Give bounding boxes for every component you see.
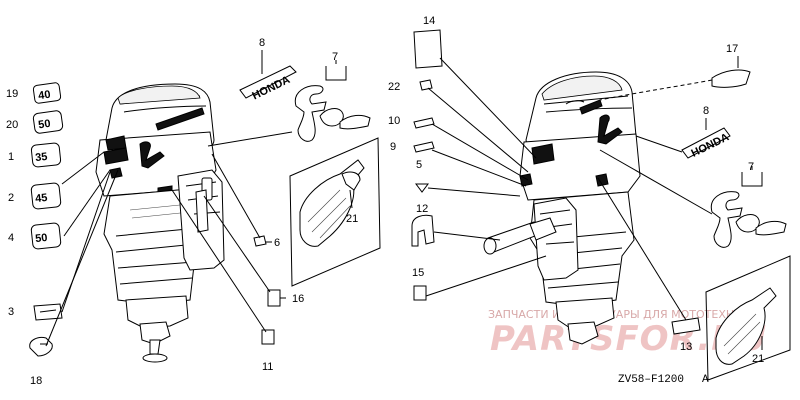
emblem-50-lower-text: 50 xyxy=(35,232,48,245)
part-8-honda-emblem-left: HONDA xyxy=(239,65,297,102)
callout-2: 2 xyxy=(8,192,14,204)
callout-21-left: 21 xyxy=(346,213,358,225)
watermark-caption: ЗАПЧАСТИ И АКСЕССУАРЫ ДЛЯ МОТОТЕХНИКИ xyxy=(488,308,758,321)
part-7-f-emblem-right xyxy=(710,191,787,248)
callout-12: 12 xyxy=(416,203,428,215)
callout-8-right: 8 xyxy=(703,105,709,117)
callout-22: 22 xyxy=(388,81,400,93)
callout-16: 16 xyxy=(292,293,304,305)
part-3-plate xyxy=(33,303,63,321)
part-15-sticker xyxy=(413,285,427,301)
diagram-code: ZV58–F1200 xyxy=(618,374,684,386)
part-21-panel-left xyxy=(289,137,381,287)
callout-5: 5 xyxy=(416,159,422,171)
callout-14: 14 xyxy=(423,15,435,27)
emblem-40-text: 40 xyxy=(38,89,52,103)
part-22-sticker xyxy=(419,79,433,91)
part-6-sticker xyxy=(253,235,267,247)
callout-11: 11 xyxy=(262,361,273,373)
emblem-45-text: 45 xyxy=(35,192,48,205)
callout-6: 6 xyxy=(274,237,280,249)
part-13-sticker xyxy=(671,317,701,335)
callout-21-right: 21 xyxy=(752,353,764,365)
part-16-sticker xyxy=(267,289,281,307)
left-outboard-motor xyxy=(95,83,225,363)
callout-7-left: 7 xyxy=(332,51,338,63)
callout-17: 17 xyxy=(726,43,738,55)
part-21-panel-right xyxy=(705,255,791,381)
emblem-40-badge: 40 xyxy=(32,82,62,104)
emblem-50-text: 50 xyxy=(38,118,52,132)
callout-8-left: 8 xyxy=(259,37,265,49)
part-5-triangle-sticker xyxy=(415,183,429,193)
callout-1: 1 xyxy=(8,151,14,163)
emblem-50-lower-badge: 50 xyxy=(30,222,62,250)
callout-20: 20 xyxy=(6,119,18,131)
callout-15: 15 xyxy=(412,267,424,279)
part-14-sticker xyxy=(413,29,443,69)
callout-13: 13 xyxy=(680,341,692,353)
emblem-50-badge: 50 xyxy=(32,110,64,134)
part-10-sticker xyxy=(413,117,435,129)
part-8-honda-emblem-right: HONDA xyxy=(681,127,731,160)
part-7-f-emblem-left xyxy=(294,85,371,142)
callout-10: 10 xyxy=(388,115,400,127)
emblem-35-badge: 35 xyxy=(30,142,62,168)
callout-7-right: 7 xyxy=(748,161,754,173)
right-outboard-motor xyxy=(483,71,641,345)
callout-3: 3 xyxy=(8,306,14,318)
part-9-sticker xyxy=(413,141,435,153)
part-11-sticker xyxy=(261,329,275,345)
callout-4: 4 xyxy=(8,232,14,244)
emblem-35-text: 35 xyxy=(35,151,48,164)
part-12-clip xyxy=(411,214,435,247)
part-18-clip xyxy=(29,337,53,357)
callout-19: 19 xyxy=(6,88,18,100)
part-17-cover xyxy=(711,69,751,88)
callout-18: 18 xyxy=(30,375,42,387)
emblem-45-badge: 45 xyxy=(30,182,62,210)
diagram-code-suffix: A xyxy=(702,374,709,386)
callout-9: 9 xyxy=(390,141,396,153)
